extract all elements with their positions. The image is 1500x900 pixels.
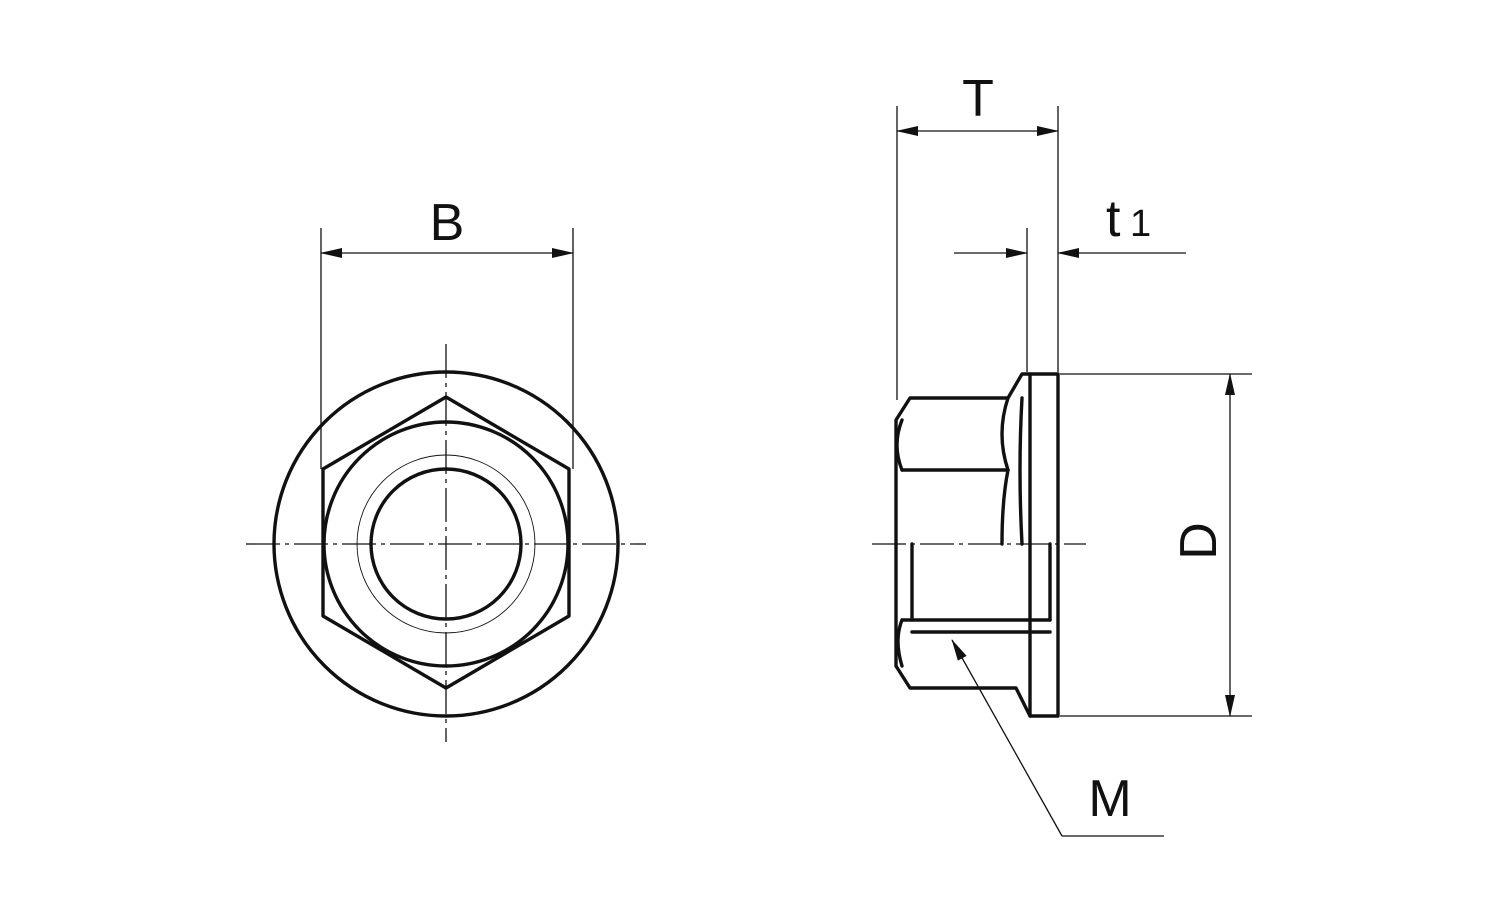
side-view	[872, 372, 1086, 718]
dimension-t1: t 1	[954, 190, 1186, 372]
label-m: M	[1088, 770, 1131, 828]
hex-corner-curve-left	[895, 418, 904, 472]
dimension-t: T	[896, 70, 1059, 400]
label-t1-subscript: 1	[1130, 203, 1151, 245]
dimension-b: B	[320, 194, 574, 469]
label-t: T	[962, 70, 994, 128]
label-d: D	[1170, 522, 1228, 560]
dimension-m: M	[951, 639, 1164, 837]
dimension-d: D	[1060, 373, 1252, 717]
hex-corner-curve-top	[1000, 396, 1010, 472]
leader-line	[951, 639, 1063, 837]
flange-neck-curve	[1018, 396, 1024, 546]
hex-bottom-curve	[896, 618, 904, 668]
front-view	[246, 344, 646, 742]
nut-outline	[894, 372, 1060, 718]
label-t1: t	[1106, 190, 1121, 248]
label-b: B	[430, 194, 465, 252]
hex-corner-curve-lower	[1000, 468, 1010, 546]
